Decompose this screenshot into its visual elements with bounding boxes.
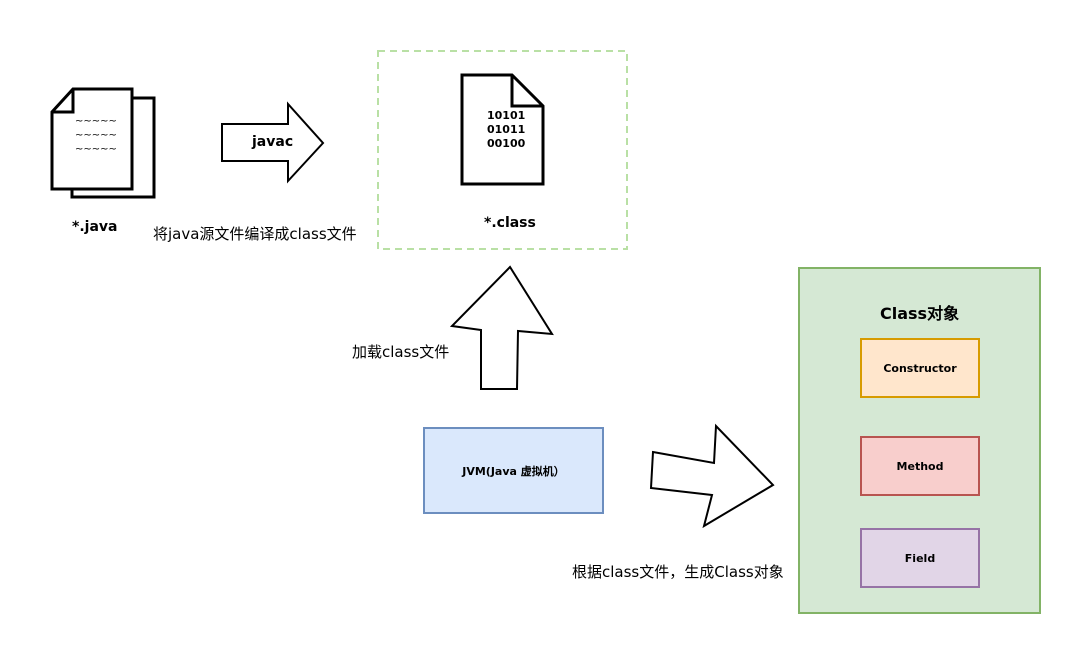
jvm-box: JVM(Java 虚拟机） xyxy=(423,427,604,514)
constructor-box: Constructor xyxy=(860,338,980,398)
load-caption: 加载class文件 xyxy=(352,343,450,361)
class-object-title: Class对象 xyxy=(880,304,960,323)
binary-line-2: 01011 xyxy=(487,123,525,136)
method-box: Method xyxy=(860,436,980,496)
generate-arrow xyxy=(649,423,775,529)
jvm-label: JVM(Java 虚拟机） xyxy=(462,464,565,478)
class-file-container xyxy=(377,50,628,250)
load-arrow xyxy=(449,265,554,390)
java-file-line-2: ~~~~~ xyxy=(75,130,117,141)
compile-caption: 将java源文件编译成class文件 xyxy=(153,225,357,243)
java-file-icon: ~~~~~ ~~~~~ ~~~~~ xyxy=(50,87,156,199)
binary-line-3: 00100 xyxy=(487,137,526,150)
java-file-label: *.java xyxy=(72,219,118,235)
java-file-line-1: ~~~~~ xyxy=(75,116,117,127)
javac-label: javac xyxy=(252,134,294,150)
binary-line-1: 10101 xyxy=(487,109,525,122)
java-file-line-3: ~~~~~ xyxy=(75,144,117,155)
class-file-icon: 10101 01011 00100 xyxy=(460,73,545,186)
javac-arrow xyxy=(221,101,325,184)
generate-caption: 根据class文件，生成Class对象 xyxy=(572,563,784,581)
class-file-label: *.class xyxy=(484,215,536,231)
constructor-label: Constructor xyxy=(883,361,957,375)
method-label: Method xyxy=(896,459,944,473)
field-label: Field xyxy=(904,551,936,565)
field-box: Field xyxy=(860,528,980,588)
